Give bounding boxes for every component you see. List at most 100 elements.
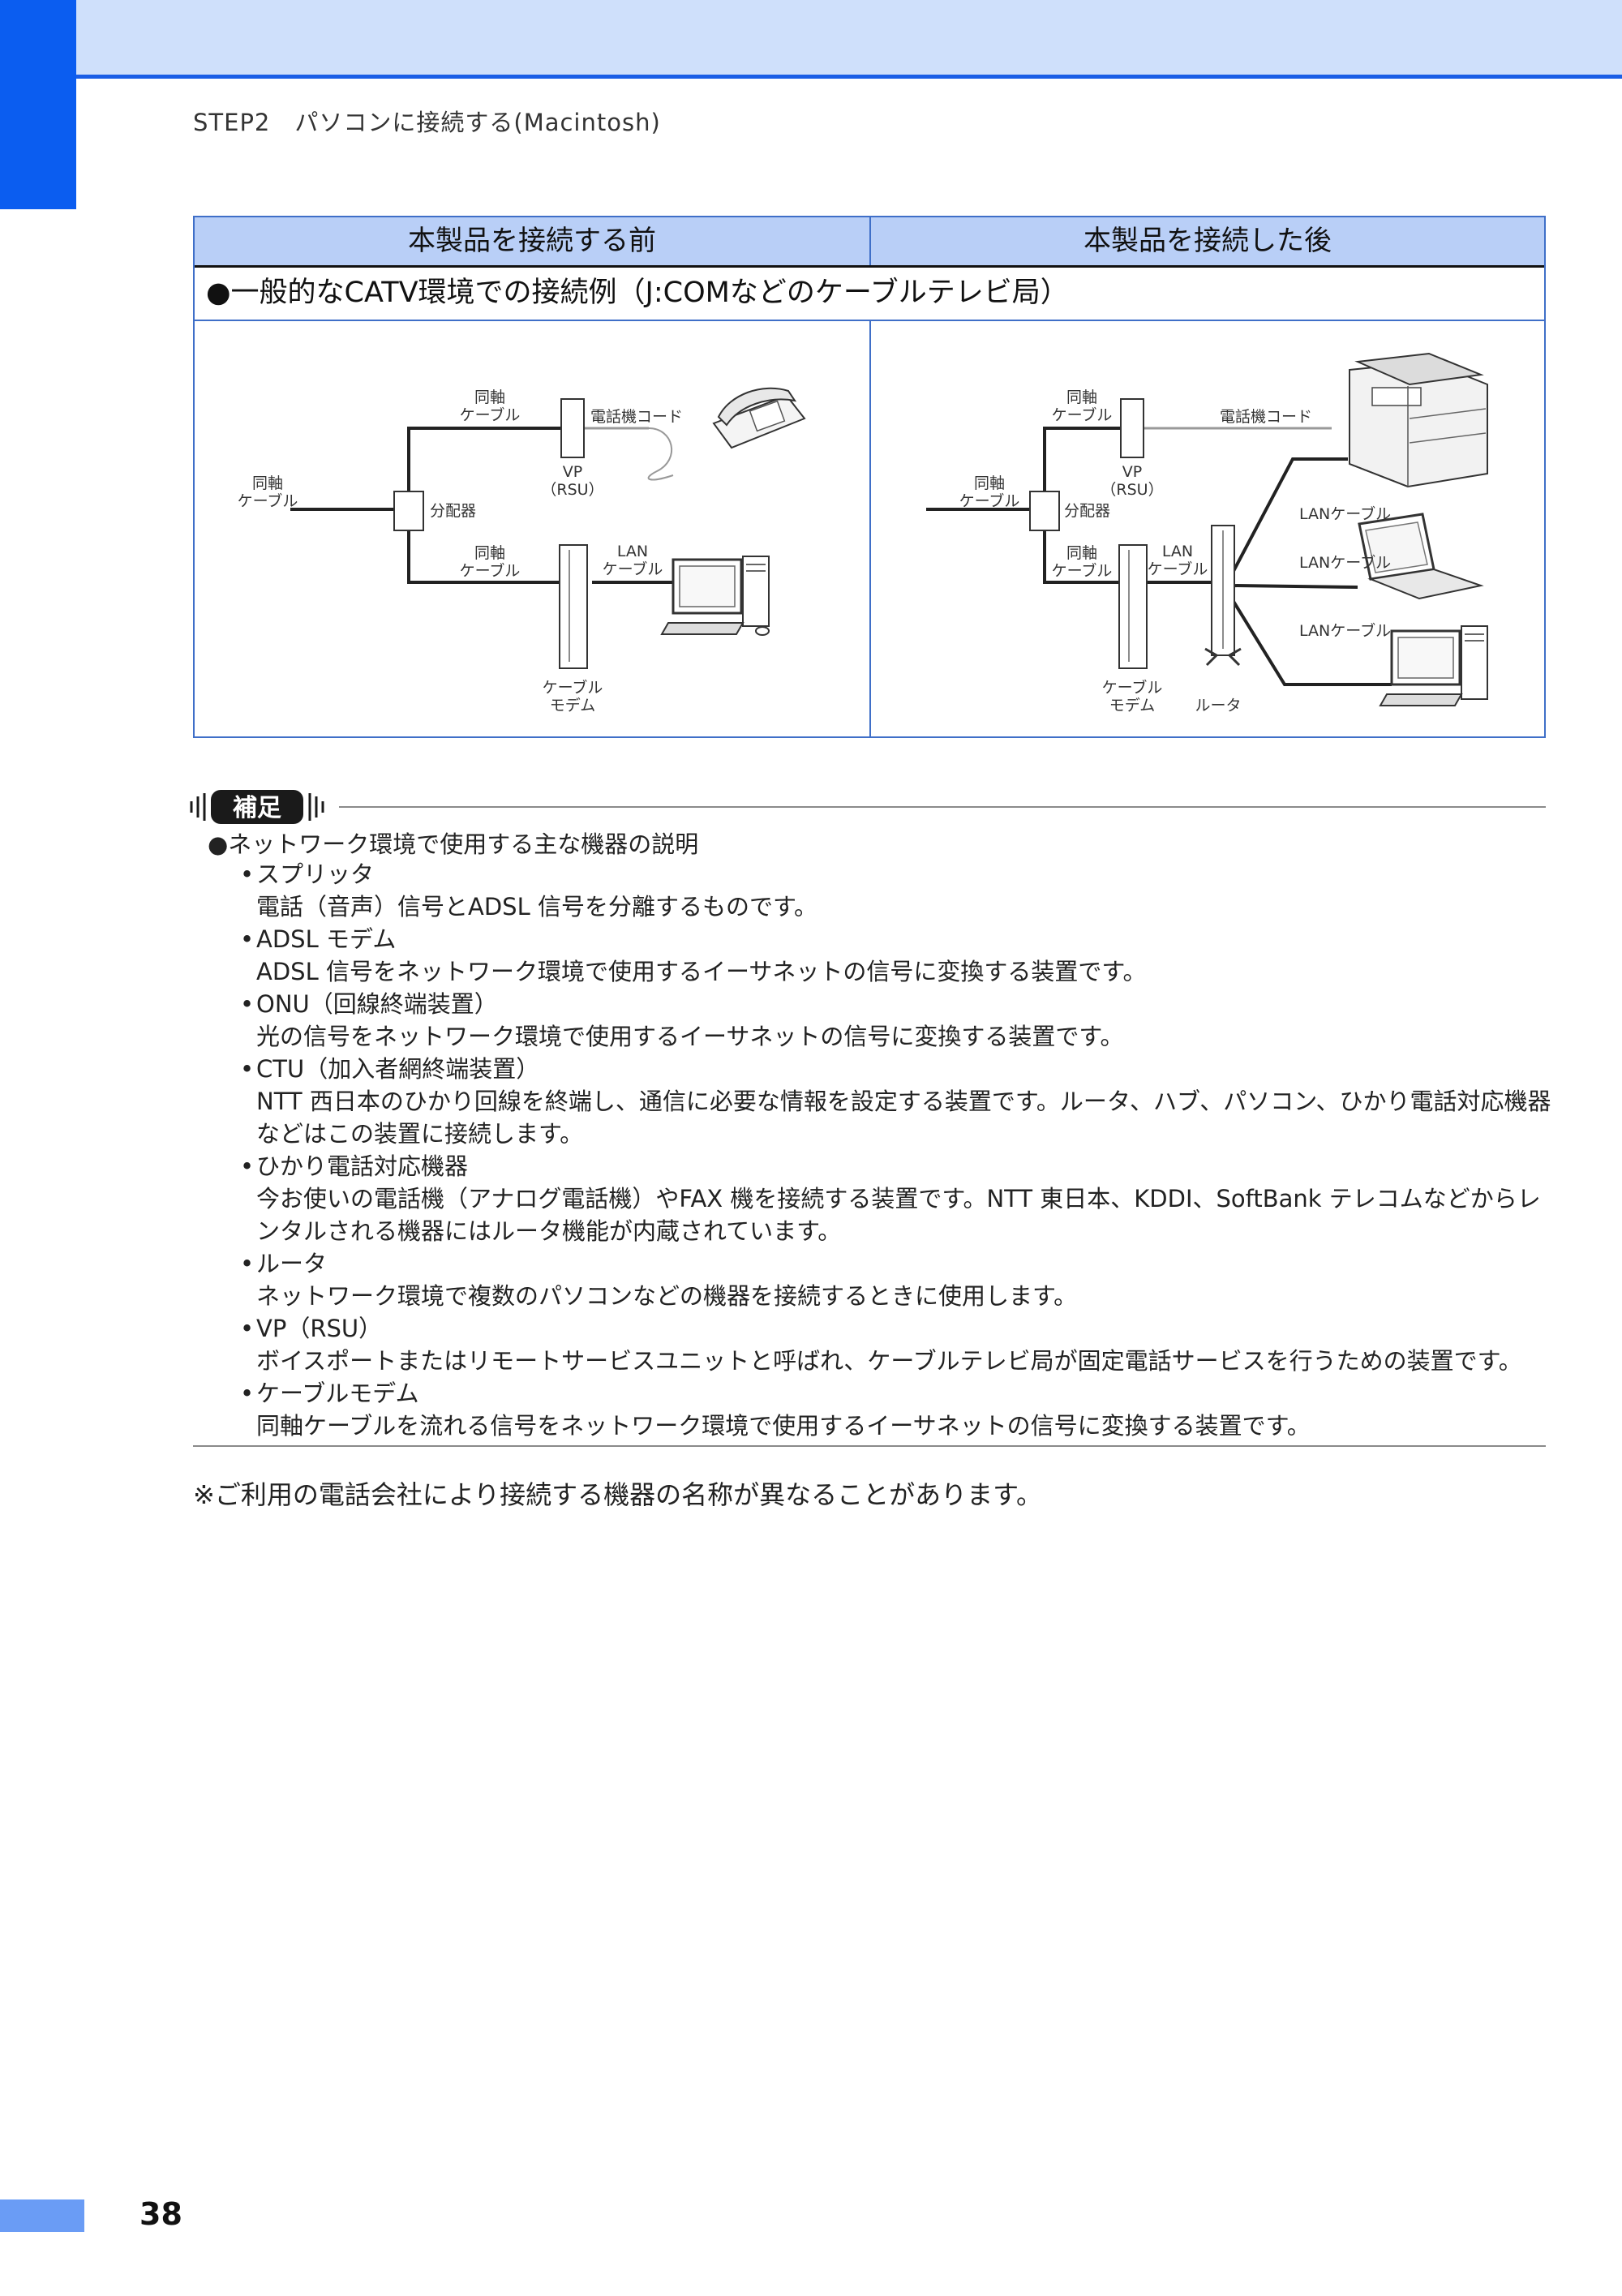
vp-label-1: VP xyxy=(1122,463,1142,481)
coax-bottom-label-2: ケーブル xyxy=(460,561,521,580)
bullet: • xyxy=(240,990,255,1018)
vp-label-1: VP xyxy=(563,463,582,481)
coax-in-label-1: 同軸 xyxy=(974,474,1005,492)
definition-term: ケーブルモデム xyxy=(256,1380,419,1407)
laptop-icon xyxy=(1358,513,1484,600)
bullet: • xyxy=(240,860,255,888)
modem-label-1: ケーブル xyxy=(1102,678,1163,697)
vp-label-2: （RSU） xyxy=(1101,481,1163,499)
modem-label-2: モデム xyxy=(550,697,596,715)
case-heading: ●一般的なCATV環境での接続例（J:COMなどのケーブルテレビ局） xyxy=(195,268,1544,321)
vp-device xyxy=(1120,398,1144,458)
page-number-tab xyxy=(0,2199,84,2232)
splitter-label: 分配器 xyxy=(1064,502,1110,520)
lan-label-2: ケーブル xyxy=(603,560,663,578)
bullet: • xyxy=(240,925,255,953)
modem-label-1: ケーブル xyxy=(543,678,603,697)
definition-text: ボイスポートまたはリモートサービスユニットと呼ばれ、ケーブルテレビ局が固定電話サ… xyxy=(256,1347,1522,1375)
splitter-box xyxy=(393,491,424,531)
lan-label-2: ケーブル xyxy=(1148,560,1208,578)
list-item: •ADSL モデム ADSL 信号をネットワーク環境で使用するイーサネットの信号… xyxy=(240,923,1554,988)
list-item: •ルータ ネットワーク環境で複数のパソコンなどの機器を接続するときに使用します。 xyxy=(240,1247,1554,1312)
lan-printer-label: LANケーブル xyxy=(1299,504,1391,523)
coax-bottom-label-1: 同軸 xyxy=(1066,544,1097,562)
router-label: ルータ xyxy=(1195,697,1241,715)
splitter-label: 分配器 xyxy=(430,502,476,520)
after-diagram-svg: 同軸 ケーブル 同軸 ケーブル 同軸 ケーブル 分配器 電話機コード VP （R… xyxy=(926,352,1488,715)
before-connection-diagram: 同軸 ケーブル 同軸 ケーブル 同軸 ケーブル 分配器 電話機コード VP （R… xyxy=(195,321,871,736)
lan-printer-line xyxy=(1231,457,1348,573)
definition-term: ルータ xyxy=(256,1250,328,1277)
top-rule xyxy=(76,75,1622,79)
coax-in-label-2: ケーブル xyxy=(238,491,298,510)
lan-desktop-line xyxy=(1231,599,1392,686)
list-item: •ひかり電話対応機器 今お使いの電話機（アナログ電話機）やFAX 機を接続する装… xyxy=(240,1150,1554,1247)
lan-laptop-label: LANケーブル xyxy=(1299,553,1391,572)
column-after-connection: 本製品を接続した後 xyxy=(1083,225,1332,257)
definition-term: CTU（加入者網終端装置） xyxy=(256,1055,540,1083)
step-header: STEP2 パソコンに接続する(Macintosh) xyxy=(193,109,661,136)
router-device xyxy=(1204,525,1242,667)
bullet: • xyxy=(240,1380,255,1407)
note-divider xyxy=(339,806,1546,808)
coax-bottom-line xyxy=(407,529,560,584)
list-item: •スプリッタ 電話（音声）信号とADSL 信号を分離するものです。 xyxy=(240,858,1554,923)
modem-label-2: モデム xyxy=(1109,697,1156,715)
vp-label-2: （RSU） xyxy=(541,481,603,499)
cable-modem-device xyxy=(1118,544,1148,669)
page-number: 38 xyxy=(139,2196,182,2232)
note-badge-icon: 補足 xyxy=(190,790,324,824)
printer-icon xyxy=(1349,352,1488,488)
bullet: • xyxy=(240,1315,255,1342)
coax-top-label-1: 同軸 xyxy=(474,388,505,406)
cable-modem-device xyxy=(559,544,588,669)
definition-text: 電話（音声）信号とADSL 信号を分離するものです。 xyxy=(256,893,818,921)
lan-desktop-label: LANケーブル xyxy=(1299,621,1391,640)
vp-device xyxy=(560,398,585,458)
coax-bottom-label-1: 同軸 xyxy=(474,544,505,562)
note-title: ●ネットワーク環境で使用する主な機器の説明 xyxy=(208,830,699,858)
splitter-box xyxy=(1029,491,1060,531)
coax-top-label-2: ケーブル xyxy=(460,406,521,424)
definition-text: 同軸ケーブルを流れる信号をネットワーク環境で使用するイーサネットの信号に変換する… xyxy=(256,1412,1311,1440)
comparison-table: 本製品を接続する前 本製品を接続した後 ●一般的なCATV環境での接続例（J:C… xyxy=(193,216,1546,738)
device-definitions-list: •スプリッタ 電話（音声）信号とADSL 信号を分離するものです。 •ADSL … xyxy=(240,858,1554,1442)
definition-text: ネットワーク環境で複数のパソコンなどの機器を接続するときに使用します。 xyxy=(256,1282,1078,1310)
definition-text: 光の信号をネットワーク環境で使用するイーサネットの信号に変換する装置です。 xyxy=(256,1023,1124,1050)
phone-cord-label: 電話機コード xyxy=(1220,408,1312,426)
list-item: •ONU（回線終端装置） 光の信号をネットワーク環境で使用するイーサネットの信号… xyxy=(240,988,1554,1053)
comparison-header-row: 本製品を接続する前 本製品を接続した後 xyxy=(195,217,1544,268)
definition-text: ADSL 信号をネットワーク環境で使用するイーサネットの信号に変換する装置です。 xyxy=(256,958,1147,985)
desktop-pc-icon xyxy=(1379,625,1488,706)
coax-bottom-label-2: ケーブル xyxy=(1052,561,1113,580)
definition-term: スプリッタ xyxy=(256,860,375,888)
coax-top-label-2: ケーブル xyxy=(1052,406,1113,424)
chapter-tab xyxy=(0,0,76,209)
coax-bottom-line xyxy=(1043,529,1119,584)
desktop-pc-icon xyxy=(660,556,770,636)
phone-cord-curl xyxy=(647,427,674,481)
list-item: •VP（RSU） ボイスポートまたはリモートサービスユニットと呼ばれ、ケーブルテ… xyxy=(240,1312,1554,1377)
note-end-divider xyxy=(193,1445,1546,1447)
definition-term: ひかり電話対応機器 xyxy=(256,1152,469,1180)
lan-label-1: LAN xyxy=(617,543,648,560)
lan-label-1: LAN xyxy=(1162,543,1193,560)
note-badge-text: 補足 xyxy=(232,794,281,822)
list-item: •CTU（加入者網終端装置） NTT 西日本のひかり回線を終端し、通信に必要な情… xyxy=(240,1053,1554,1150)
coax-in-label-2: ケーブル xyxy=(959,491,1020,510)
coax-top-label-1: 同軸 xyxy=(1066,388,1097,406)
coax-top-line xyxy=(407,427,561,495)
phone-cord-label: 電話機コード xyxy=(590,408,683,426)
definition-term: ADSL モデム xyxy=(256,925,397,953)
bullet: • xyxy=(240,1250,255,1277)
top-band xyxy=(0,0,1622,75)
definition-term: ONU（回線終端装置） xyxy=(256,990,498,1018)
telephone-icon xyxy=(712,387,806,449)
before-diagram-svg: 同軸 ケーブル 同軸 ケーブル 同軸 ケーブル 分配器 電話機コード VP （R… xyxy=(238,387,806,715)
after-connection-diagram: 同軸 ケーブル 同軸 ケーブル 同軸 ケーブル 分配器 電話機コード VP （R… xyxy=(871,321,1544,736)
bullet: • xyxy=(240,1055,255,1083)
bullet: • xyxy=(240,1152,255,1180)
definition-term: VP（RSU） xyxy=(256,1315,383,1342)
coax-top-line xyxy=(1043,427,1121,495)
definition-text: 今お使いの電話機（アナログ電話機）やFAX 機を接続する装置です。NTT 東日本… xyxy=(256,1185,1541,1245)
